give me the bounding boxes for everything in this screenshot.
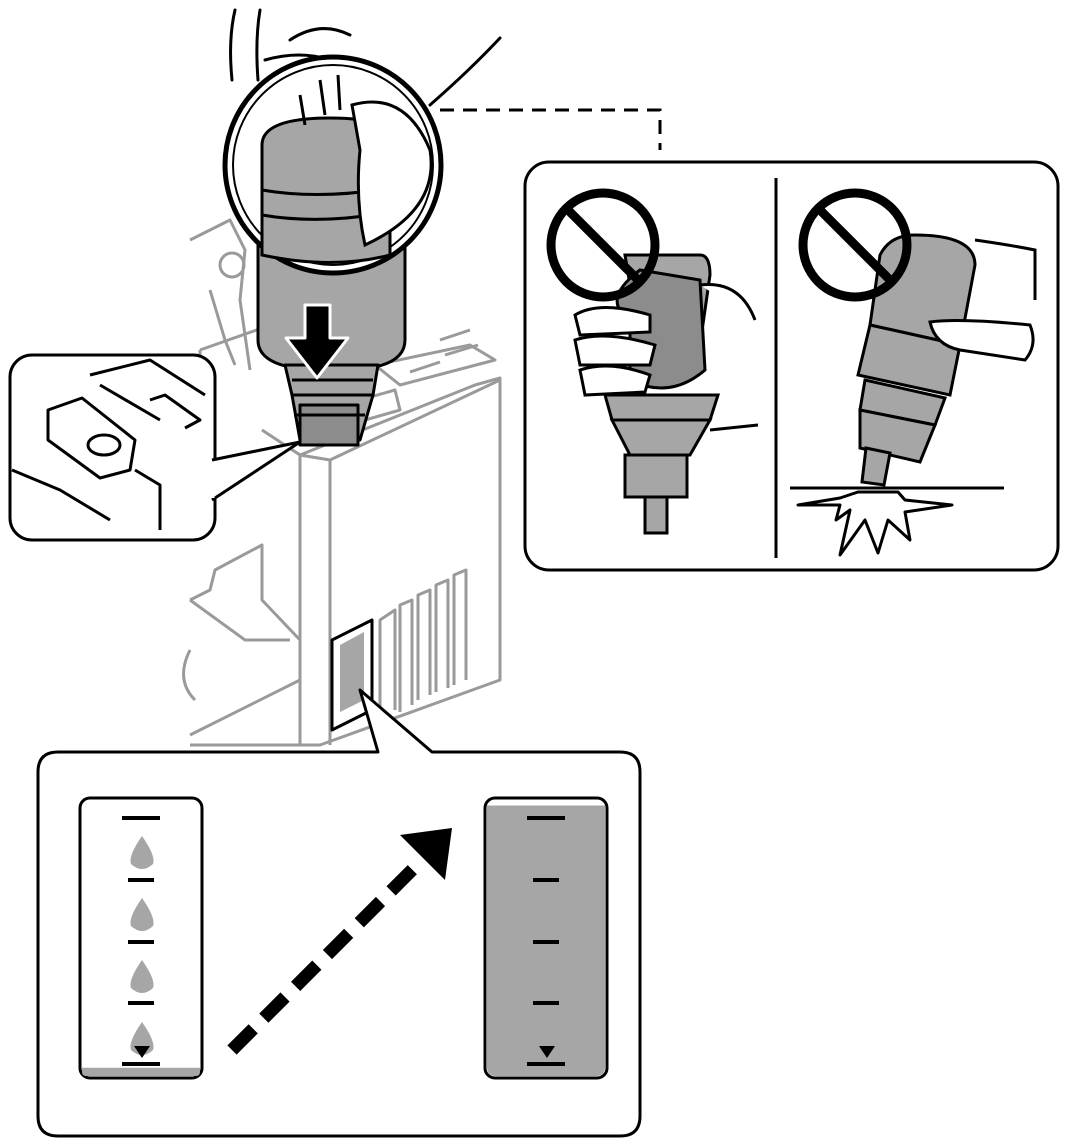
dashed-leader-line [440,108,662,150]
nozzle-port-icon [11,358,206,530]
ink-gauge-after [483,796,609,1080]
insert-direction-arrow-icon [284,303,350,380]
impact-burst-icon [796,490,954,557]
ink-gauge-before [78,796,204,1080]
lower-limit-marker-icon [134,1046,150,1058]
no-symbol-icon [546,188,660,302]
ink-drop-icon [130,960,154,993]
ink-level-callout [36,688,642,1138]
ink-fill-before [82,1067,200,1076]
magnified-grip-circle [222,54,444,276]
prohibited-panel-squeeze [546,188,759,535]
prohibited-actions-callout [523,160,1060,572]
no-symbol-icon [798,188,912,302]
ink-drop-icon [130,836,154,869]
hand-outline [229,8,502,107]
prohibited-panel-drop [790,188,1037,557]
fill-direction-arrow-icon [227,828,452,1055]
lower-limit-marker-icon [539,1046,555,1058]
ink-drop-icon [130,898,154,931]
nozzle-detail-callout [8,353,302,542]
